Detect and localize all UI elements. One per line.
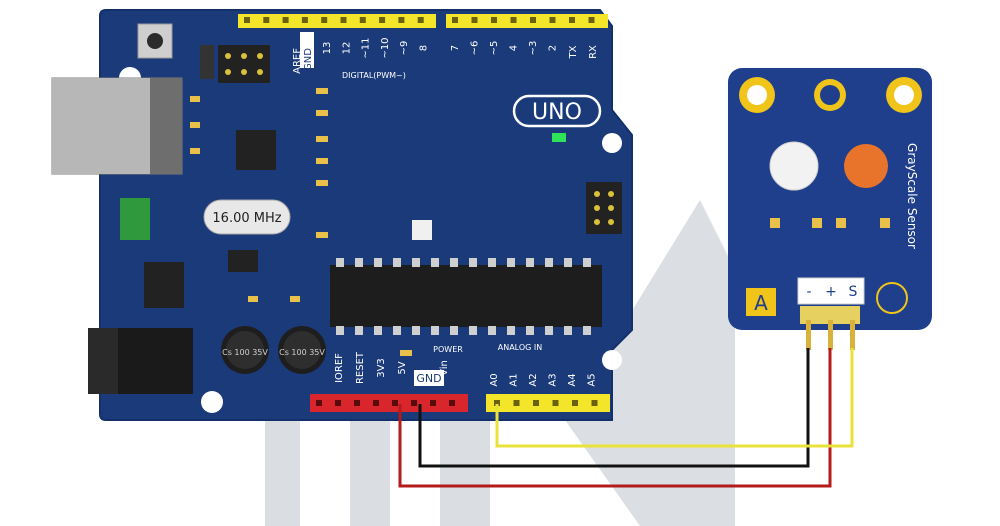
crystal-label: 16.00 MHz <box>212 211 281 226</box>
white-led <box>769 141 819 191</box>
analog-pin-label: A0 <box>489 373 500 386</box>
usb-chip <box>236 130 276 170</box>
wire-5v <box>398 348 832 488</box>
digital-pin-label: 12 <box>341 42 352 55</box>
wires <box>398 348 854 488</box>
analog-pin-label: A3 <box>548 373 559 386</box>
capacitor: Cs 100 35V <box>221 326 269 374</box>
digital-pin-label: 2 <box>548 45 559 51</box>
gnd-top-box <box>300 32 314 68</box>
voltage-regulator <box>144 262 184 308</box>
analog-pin-label: A2 <box>528 373 539 386</box>
tx-label: TX <box>568 45 579 59</box>
aref-label: AREF <box>292 48 303 74</box>
sensor-smd-components <box>770 218 890 228</box>
power-pin-label: GND <box>416 372 441 385</box>
gnd-top-label: GND <box>303 48 314 71</box>
marker-label: A <box>754 291 768 315</box>
smd-components <box>190 88 412 356</box>
analog-pin-label: A4 <box>567 373 578 386</box>
capacitor-label: Cs 100 35V <box>279 348 325 357</box>
mount-hole <box>602 133 622 153</box>
digital-pin-label: ~6 <box>470 41 481 56</box>
photoresistor <box>844 144 888 188</box>
digital-pin-label: 8 <box>419 45 430 51</box>
digital-pin-label: ~11 <box>361 37 372 58</box>
fuse <box>120 198 150 240</box>
power-header <box>310 394 468 412</box>
sensor-title: GrayScale Sensor <box>905 143 919 249</box>
analog-header <box>486 394 610 412</box>
power-pin-label: IOREF <box>334 353 345 383</box>
rx-label: RX <box>588 45 599 59</box>
mount-hole <box>201 391 223 413</box>
capacitor-label: Cs 100 35V <box>222 348 268 357</box>
power-pin-label: RESET <box>355 351 366 384</box>
analog-label: ANALOG IN <box>498 343 543 352</box>
wire-gnd <box>418 348 810 468</box>
power-pin-label: 3V3 <box>376 358 387 378</box>
digital-label: DIGITAL(PWM~) <box>342 71 406 80</box>
board-name: UNO <box>532 100 582 125</box>
sensor-pin-label: S <box>849 284 858 300</box>
digital-pin-label: 4 <box>509 45 520 51</box>
usb-port <box>51 77 183 175</box>
analog-pin-label: A5 <box>587 373 598 386</box>
power-led <box>552 133 566 142</box>
power-pin-label: 5V <box>397 361 408 374</box>
icsp-header-right <box>586 182 622 234</box>
crystal-oscillator: 16.00 MHz <box>203 199 291 235</box>
grayscale-sensor-module: GrayScale Sensor A -+ S <box>728 68 932 350</box>
reset-button <box>137 23 173 59</box>
digital-pin-label: 13 <box>322 42 333 55</box>
mount-hole <box>602 350 622 370</box>
marker-box <box>746 288 776 316</box>
uno-logo: UNO <box>512 94 602 128</box>
small-component <box>200 45 214 79</box>
power-label: POWER <box>433 345 463 354</box>
power-pin-label: Vin <box>439 360 450 376</box>
icsp-header <box>218 45 270 83</box>
atmega-chip <box>330 258 602 335</box>
small-chip <box>228 250 258 272</box>
digital-header <box>238 14 608 28</box>
white-component <box>412 220 432 240</box>
capacitor: Cs 100 35V <box>278 326 326 374</box>
pin-label-box <box>797 277 865 305</box>
analog-pin-label: A1 <box>509 373 520 386</box>
digital-pin-label: ~5 <box>489 41 500 56</box>
digital-pin-label: ~9 <box>399 41 410 56</box>
light-sensor-icon <box>876 282 908 314</box>
digital-pin-label: ~10 <box>380 37 391 58</box>
digital-pin-label: 7 <box>450 45 461 51</box>
arduino-uno-board: 16.00 MHz Cs 100 35V Cs 100 35V <box>51 9 633 421</box>
sensor-pin-label: + <box>825 284 837 300</box>
sensor-pin-header <box>800 306 860 350</box>
sensor-pin-label: - <box>806 284 811 300</box>
digital-pin-label: ~3 <box>528 41 539 56</box>
dc-power-jack <box>88 328 193 394</box>
wire-a0 <box>495 348 854 448</box>
